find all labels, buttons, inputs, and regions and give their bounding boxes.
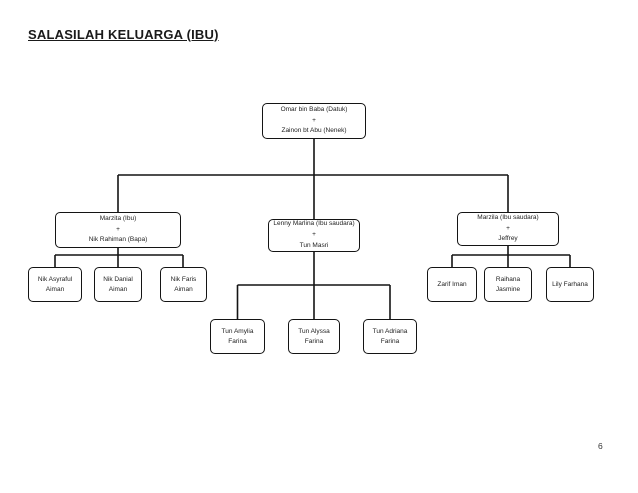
plus-sign: + [312,116,316,124]
child-name: Raihana Jasmine [495,276,521,293]
child-name: Nik Asyraful Aiman [37,276,73,293]
node-child: Zarif Iman [427,267,477,302]
page-number: 6 [598,441,603,451]
uncle-name: Jeffrey [498,235,518,243]
node-child: Nik Danial Aiman [94,267,142,302]
child-name: Tun Amylia Farina [221,328,254,345]
grandmother-name: Zainon bt Abu (Nenek) [281,127,347,135]
node-child: Nik Asyraful Aiman [28,267,82,302]
node-child: Lily Farhana [546,267,594,302]
aunt-name: Marzila (Ibu saudara) [477,213,539,221]
child-name: Tun Adriana Farina [372,328,408,345]
child-name: Zarif Iman [437,280,467,288]
node-child: Tun Amylia Farina [210,319,265,354]
plus-sign: + [506,224,510,232]
mother-name: Marzita (Ibu) [99,214,137,222]
node-child: Tun Adriana Farina [363,319,417,354]
plus-sign: + [116,225,120,233]
grandfather-name: Omar bin Baba (Datuk) [280,105,348,113]
node-grandparents: Omar bin Baba (Datuk) + Zainon bt Abu (N… [262,103,366,139]
node-child: Raihana Jasmine [484,267,532,302]
node-parents-lenny: Lenny Marlina (Ibu saudara) + Tun Masri [268,219,360,252]
child-name: Nik Danial Aiman [103,276,133,293]
node-parents-marzila: Marzila (Ibu saudara) + Jeffrey [457,212,559,246]
plus-sign: + [312,231,316,239]
aunt-name: Lenny Marlina (Ibu saudara) [273,220,355,228]
page-title: SALASILAH KELUARGA (IBU) [28,27,219,42]
node-child: Tun Alyssa Farina [288,319,340,354]
uncle-name: Tun Masri [299,241,329,249]
node-parents-marzita: Marzita (Ibu) + Nik Rahiman (Bapa) [55,212,181,248]
father-name: Nik Rahiman (Bapa) [88,236,148,244]
node-child: Nik Faris Aiman [160,267,207,302]
child-name: Tun Alyssa Farina [298,328,330,345]
child-name: Lily Farhana [552,280,588,288]
child-name: Nik Faris Aiman [170,276,197,293]
